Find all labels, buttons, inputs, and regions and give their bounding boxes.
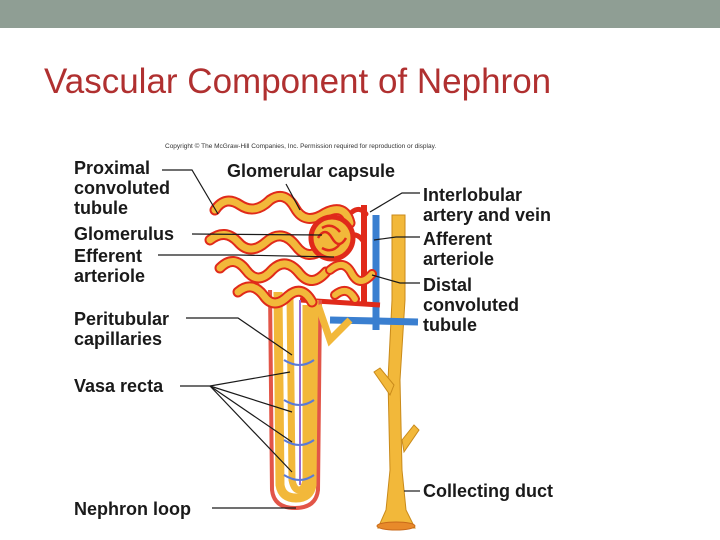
glomerular-capsule-illustration bbox=[308, 214, 356, 262]
label-afferent-arteriole: Afferent arteriole bbox=[423, 229, 494, 269]
label-nephron-loop: Nephron loop bbox=[74, 499, 191, 519]
label-line: Proximal bbox=[74, 158, 151, 178]
copyright-notice: Copyright © The McGraw-Hill Companies, I… bbox=[165, 143, 437, 150]
label-line: arteriole bbox=[74, 266, 146, 286]
label-line: Efferent bbox=[74, 246, 143, 266]
label-line: tubule bbox=[423, 315, 477, 335]
label-line: artery and vein bbox=[423, 205, 552, 225]
slide-title: Vascular Component of Nephron bbox=[44, 62, 552, 101]
label-peritubular-capillaries: Peritubular capillaries bbox=[74, 309, 169, 349]
label-line: Distal bbox=[423, 275, 473, 295]
slide-top-bar bbox=[0, 0, 720, 28]
label-interlobular-artery-and-vein: Interlobular artery and vein bbox=[423, 185, 551, 225]
label-distal-convoluted-tubule: Distal convoluted tubule bbox=[423, 275, 519, 335]
label-glomerular-capsule: Glomerular capsule bbox=[227, 161, 396, 181]
convoluted-tubule-cluster-illustration bbox=[204, 190, 377, 309]
label-line: capillaries bbox=[74, 329, 163, 349]
label-line: Interlobular bbox=[423, 185, 523, 205]
label-line: arteriole bbox=[423, 249, 495, 269]
nephron-loop-illustration bbox=[268, 289, 353, 511]
label-line: convoluted bbox=[74, 178, 171, 198]
label-line: tubule bbox=[74, 198, 128, 218]
collecting-duct-illustration bbox=[373, 214, 420, 531]
label-vasa-recta: Vasa recta bbox=[74, 376, 164, 396]
leader-lines bbox=[158, 169, 420, 509]
label-line: convoluted bbox=[423, 295, 520, 315]
label-line: Afferent bbox=[423, 229, 493, 249]
label-proximal-convoluted-tubule: Proximal convoluted tubule bbox=[74, 158, 170, 218]
label-efferent-arteriole: Efferent arteriole bbox=[74, 246, 145, 286]
label-collecting-duct: Collecting duct bbox=[423, 481, 553, 501]
label-line: Peritubular bbox=[74, 309, 170, 329]
label-glomerulus: Glomerulus bbox=[74, 224, 175, 244]
